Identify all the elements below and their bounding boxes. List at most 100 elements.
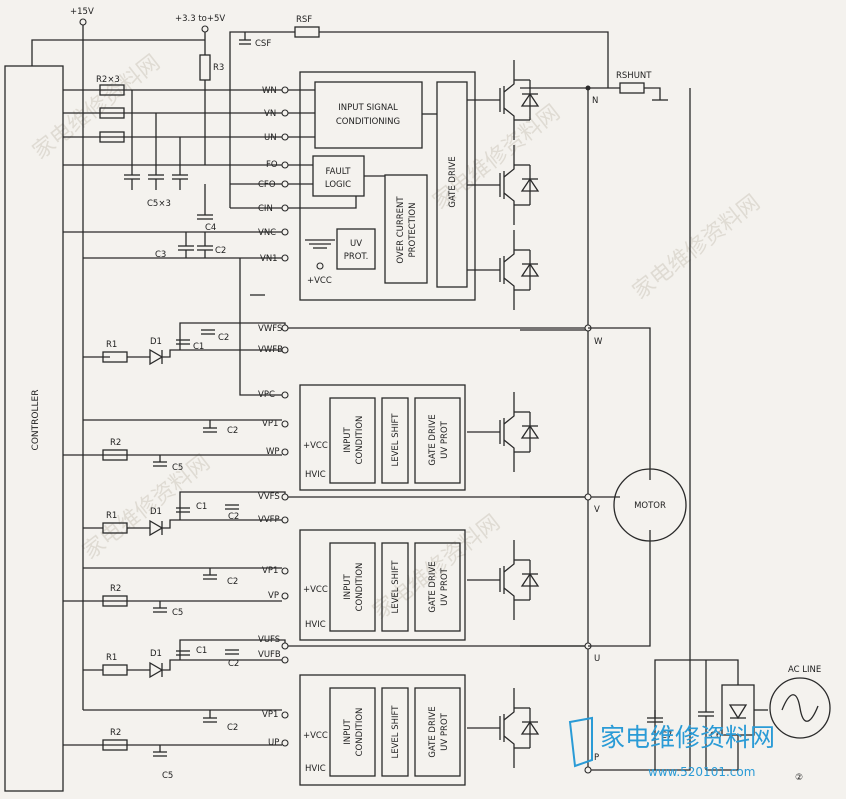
svg-text:LOGIC: LOGIC	[325, 180, 351, 190]
svg-text:UV PROT: UV PROT	[440, 567, 450, 605]
d1-label: D1	[150, 337, 162, 347]
svg-text:CONDITION: CONDITION	[355, 416, 365, 465]
r2-resistor	[102, 739, 128, 751]
motor-label: MOTOR	[634, 501, 666, 511]
svg-text:LEVEL SHIFT: LEVEL SHIFT	[391, 705, 401, 759]
c5x3-label: C5×3	[147, 199, 171, 209]
v15-terminal	[79, 18, 87, 26]
c7-label: C7	[661, 731, 672, 741]
pin-fo: FO	[266, 160, 278, 170]
d1-diode	[149, 348, 164, 366]
watermark: 家电维修资料网	[28, 50, 165, 165]
svg-text:UV: UV	[350, 239, 362, 249]
svg-text:PROTECTION: PROTECTION	[408, 203, 418, 258]
v15-label: +15V	[70, 7, 94, 17]
hvic-w	[299, 384, 466, 491]
igbt-switches	[467, 60, 540, 768]
svg-text:GATE DRIVE: GATE DRIVE	[428, 414, 438, 465]
ac-line-label: AC LINE	[788, 665, 821, 675]
svg-text:+VCC: +VCC	[303, 585, 328, 595]
node-n: N	[592, 96, 598, 106]
level-shift-block	[381, 687, 409, 777]
svg-text:R1: R1	[106, 653, 117, 663]
hvic-u	[299, 674, 466, 786]
r2-resistor	[99, 84, 125, 96]
uv-prot-block	[336, 228, 376, 270]
controller-block	[4, 65, 64, 792]
rshunt-resistor	[619, 82, 645, 94]
igbt-switch	[467, 145, 540, 225]
input-condition-block	[329, 397, 376, 484]
svg-text:OVER CURRENT: OVER CURRENT	[396, 196, 406, 264]
plus-vcc-label: +VCC	[307, 276, 332, 286]
c3-label: C3	[155, 250, 166, 260]
igbt-switch	[467, 540, 540, 620]
r1-label: R1	[106, 340, 117, 350]
svg-text:INPUT: INPUT	[343, 573, 353, 599]
svg-text:+VCC: +VCC	[303, 441, 328, 451]
high-side-w: VWFS VWFB R1 D1 C1 C2 VPC VP1 WP R2 C2 C…	[63, 300, 588, 491]
figure-number: ②	[795, 773, 803, 783]
pin-wn: WN	[262, 86, 277, 96]
pin-cfo: CFO	[258, 180, 276, 190]
d1-diode	[149, 661, 164, 679]
svg-text:UV PROT: UV PROT	[440, 712, 450, 750]
svg-text:CONDITION: CONDITION	[355, 708, 365, 757]
low-side-ic	[299, 71, 476, 301]
c4-label: C4	[205, 223, 216, 233]
v33-terminal	[201, 25, 209, 33]
svg-text:FAULT: FAULT	[326, 167, 352, 177]
over-current-block	[384, 174, 428, 284]
svg-text:UV PROT: UV PROT	[440, 420, 450, 458]
r2-label: R2	[110, 438, 121, 448]
r2-resistor	[102, 449, 128, 461]
input-signal-block	[314, 81, 423, 149]
svg-text:家电维修资料网: 家电维修资料网	[600, 723, 775, 752]
svg-text:LEVEL SHIFT: LEVEL SHIFT	[391, 413, 401, 467]
high-side-u: VUFS VUFB R1 D1 C1 C2 VP1 UP R2 C2 C5 IN…	[63, 635, 588, 786]
svg-text:VP1: VP1	[262, 710, 278, 720]
ac-source	[769, 677, 831, 739]
c2-label: C2	[215, 246, 226, 256]
low-side-pin-labels: WN VN UN FO CFO CIN VNC VN1	[258, 86, 289, 264]
watermark: 家电维修资料网	[78, 450, 215, 565]
svg-text:INPUT: INPUT	[343, 426, 353, 452]
svg-text:INPUT SIGNAL: INPUT SIGNAL	[338, 103, 398, 113]
pin-un: UN	[264, 133, 277, 143]
svg-text:R1: R1	[106, 511, 117, 521]
svg-text:C2: C2	[227, 723, 238, 733]
c5-label: C5	[172, 463, 183, 473]
svg-text:R2: R2	[110, 728, 121, 738]
pin-vnc: VNC	[258, 228, 276, 238]
igbt-switch	[467, 230, 540, 310]
r2-resistor	[99, 107, 125, 119]
svg-text:CONDITION: CONDITION	[355, 563, 365, 612]
pin-vp1: VP1	[262, 419, 278, 429]
input-condition-block	[329, 542, 376, 632]
svg-text:+VCC: +VCC	[303, 731, 328, 741]
svg-text:INPUT: INPUT	[343, 718, 353, 744]
rsf-resistor	[294, 26, 320, 38]
pin-vufb: VUFB	[258, 650, 281, 660]
c2-label: C2	[218, 333, 229, 343]
hvic-v	[299, 529, 466, 641]
level-shift-block	[381, 397, 409, 484]
svg-text:HVIC: HVIC	[305, 470, 326, 480]
svg-text:D1: D1	[150, 507, 162, 517]
site-logo: 家电维修资料网 www.520101.com ②	[568, 716, 803, 783]
level-shift-block	[381, 542, 409, 632]
node-p: P	[594, 753, 599, 763]
c2-label: C2	[227, 426, 238, 436]
gate-drive-uv-block	[414, 542, 461, 632]
pin-vp: VP	[268, 591, 279, 601]
svg-text:R2: R2	[110, 584, 121, 594]
rsf-label: RSF	[296, 15, 312, 25]
c6-label: C6	[710, 731, 721, 741]
svg-text:HVIC: HVIC	[305, 764, 326, 774]
svg-text:HVIC: HVIC	[305, 620, 326, 630]
r3-label: R3	[213, 63, 224, 73]
svg-text:VP1: VP1	[262, 566, 278, 576]
node-u: U	[594, 654, 600, 664]
pin-vwfs: VWFS	[258, 324, 282, 334]
